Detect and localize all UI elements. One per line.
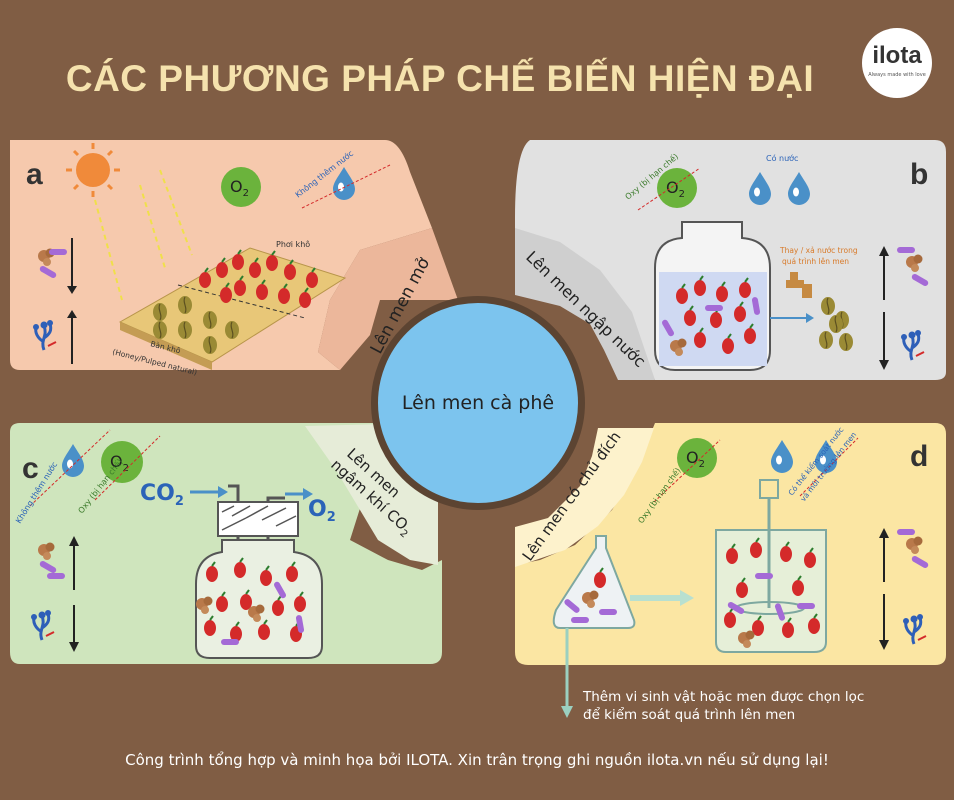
logo-word: ilota	[872, 42, 922, 69]
o2-out-label: O2	[308, 497, 336, 525]
svg-text:O2: O2	[686, 448, 705, 470]
note-line-2: để kiểm soát quá trình lên men	[583, 707, 796, 723]
label-dry: Phơi khô	[276, 239, 310, 249]
ilota-logo[interactable]: ilota Always made with love	[862, 28, 932, 98]
co2-in-label: CO2	[140, 481, 184, 509]
logo-tagline: Always made with love	[868, 72, 926, 78]
oxygen-icon	[221, 167, 261, 207]
panel-a: a O2 Không thêm nước	[10, 140, 458, 377]
panel-c: c Không thêm nước O2 Oxy (bị hạn chế) CO…	[10, 423, 442, 664]
panel-a-letter: a	[26, 158, 43, 191]
center-circle: Lên men cà phê	[371, 296, 585, 510]
svg-text:O2: O2	[230, 177, 249, 199]
change-note-2: quá trình lên men	[782, 257, 849, 266]
oxygen-icon-d	[677, 438, 717, 478]
page-title: CÁC PHƯƠNG PHÁP CHẾ BIẾN HIỆN ĐẠI	[65, 58, 815, 99]
panel-b: b O2 Oxy (bị hạn chế) Có nước Thay / xả …	[515, 140, 946, 380]
center-label: Lên men cà phê	[401, 392, 555, 414]
note-line-1: Thêm vi sinh vật hoặc men được chọn lọc	[583, 689, 865, 705]
svg-text:O2: O2	[110, 452, 129, 474]
tap-icon	[786, 272, 812, 298]
oxygen-icon-c	[101, 441, 143, 483]
panel-c-letter: c	[22, 452, 39, 485]
sun-icon	[66, 143, 120, 197]
oxygen-icon-b	[657, 168, 697, 208]
panel-d: d O2 Oxy (bị hạn chế) Có thể kiểm soát n…	[515, 423, 946, 718]
selected-microbes-note: Thêm vi sinh vật hoặc men được chọn lọc …	[583, 688, 864, 724]
panel-d-letter: d	[910, 440, 928, 473]
footer-credit: Công trình tổng hợp và minh họa bởi ILOT…	[125, 751, 829, 769]
svg-text:O2: O2	[666, 178, 685, 200]
change-note-1: Thay / xả nước trong	[779, 246, 858, 255]
water-note-b: Có nước	[766, 153, 798, 163]
panel-b-letter: b	[910, 158, 928, 191]
